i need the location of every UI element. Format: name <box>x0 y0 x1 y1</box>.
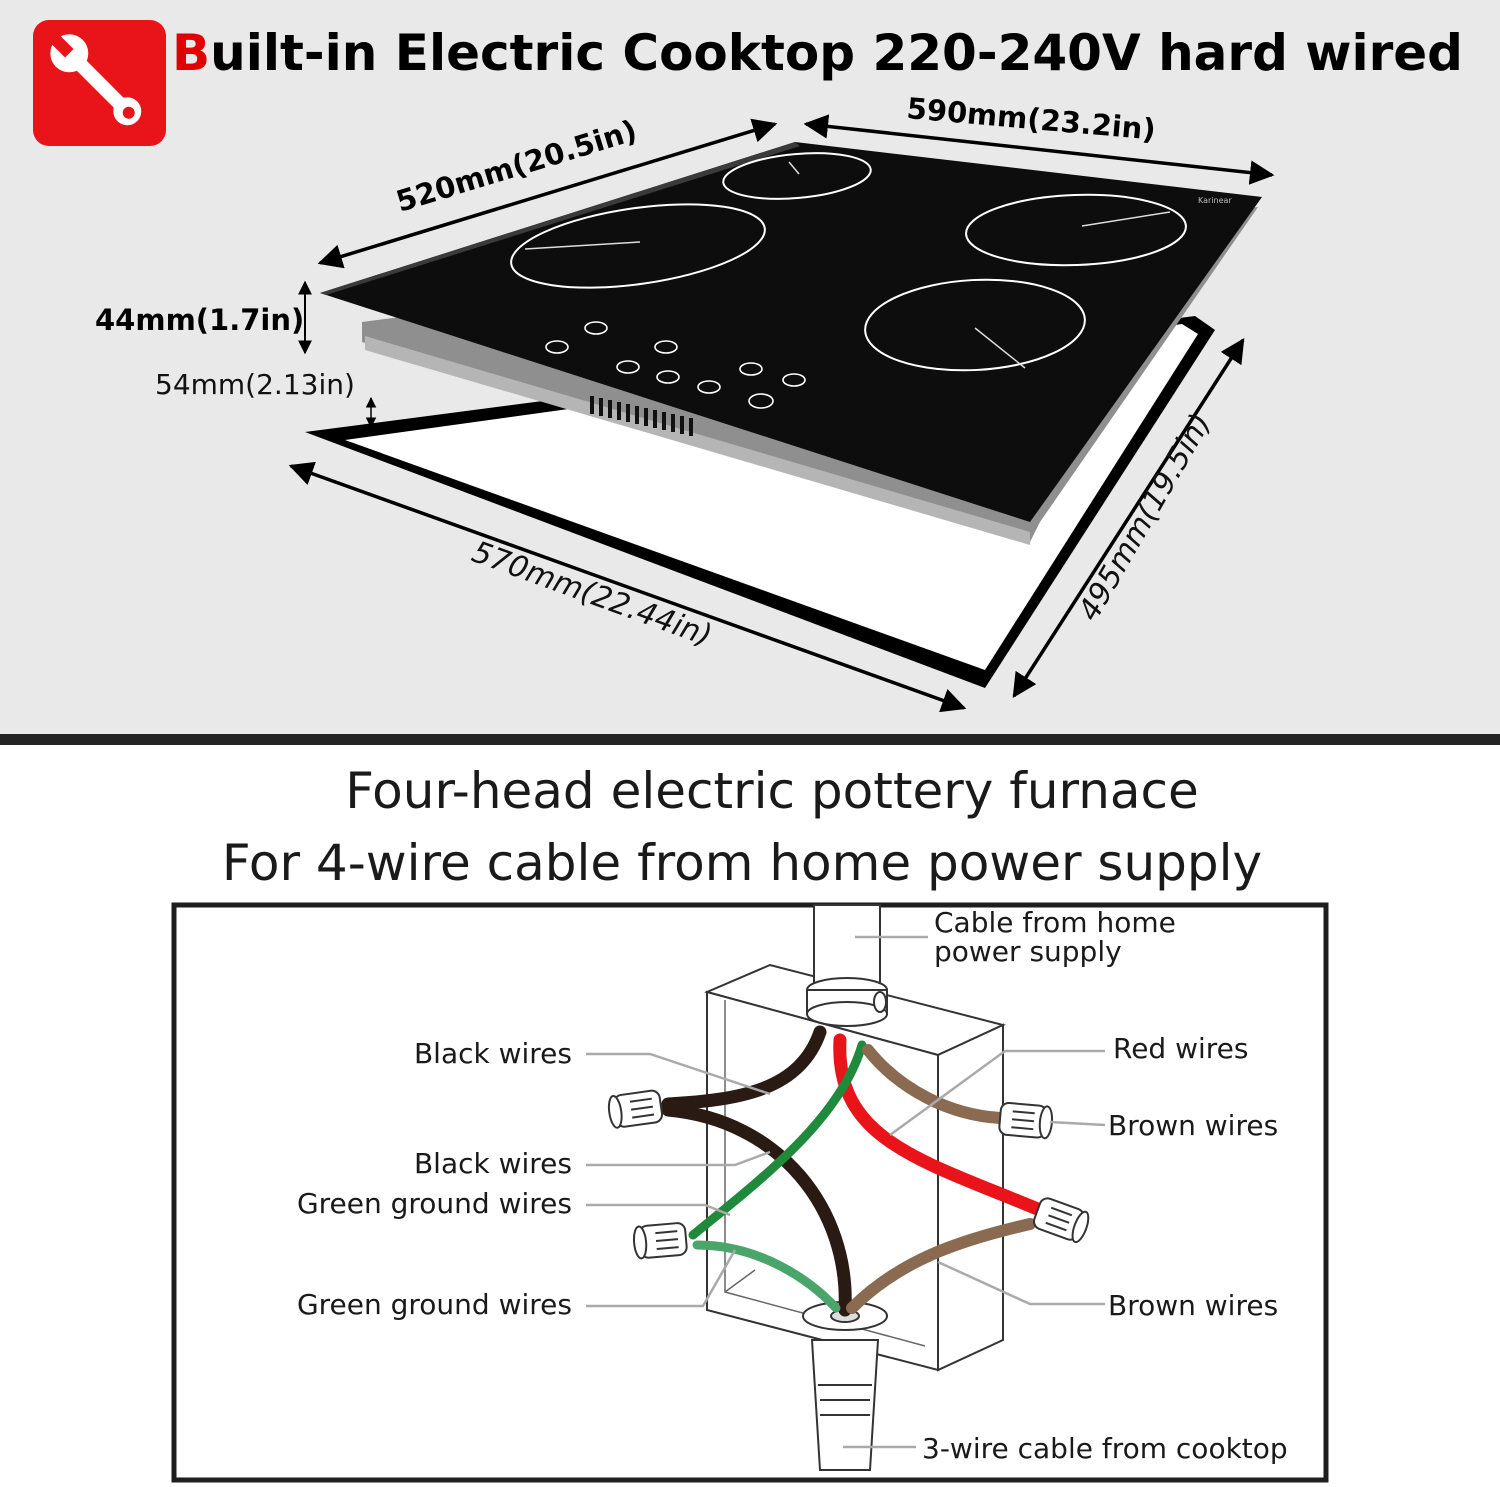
leader-green-1 <box>586 1203 731 1217</box>
vent-slots <box>590 396 693 436</box>
green-wire-bottom <box>692 1240 841 1313</box>
leader-green-2 <box>586 1249 737 1308</box>
touch-controls <box>545 321 806 409</box>
svg-text:Karinear: Karinear <box>1198 196 1232 205</box>
label-cooktop-cable: 3-wire cable from cooktop <box>922 1432 1288 1465</box>
wiring-heading-2: For 4-wire cable from home power supply <box>222 834 1262 892</box>
black-wire-bottom <box>661 1103 852 1317</box>
leader-red <box>889 1049 1105 1137</box>
cutout-length-arrow <box>1012 337 1245 699</box>
green-wire-top <box>688 1040 867 1240</box>
leader-black-1 <box>586 1052 771 1096</box>
label-cable-home-1: Cable from home <box>934 906 1176 939</box>
width-arrow <box>803 114 1275 185</box>
wiring-heading-1: Four-head electric pottery furnace <box>345 762 1199 820</box>
height-label: 44mm(1.7in) <box>95 303 304 337</box>
label-brown-wires-1: Brown wires <box>1108 1109 1278 1142</box>
section-divider <box>0 734 1500 745</box>
cutout-width-arrow <box>288 461 967 713</box>
black-wire-top <box>661 1025 827 1111</box>
cooktop-dimension-diagram: Built-in Electric Cooktop 220-240V hard … <box>33 20 1463 713</box>
home-cable <box>806 904 888 1027</box>
brown-wire-top <box>862 1044 1006 1124</box>
cutout-depth-label: 54mm(2.13in) <box>155 368 355 401</box>
wire-nuts <box>607 1089 1090 1260</box>
label-cable-home-2: power supply <box>934 935 1122 968</box>
wrench-icon <box>33 20 166 146</box>
leader-brown-2 <box>937 1260 1105 1306</box>
label-red-wires: Red wires <box>1113 1032 1249 1065</box>
label-black-wires-1: Black wires <box>414 1037 572 1070</box>
red-wire <box>833 1033 1047 1217</box>
label-green-ground-1: Green ground wires <box>297 1187 572 1220</box>
label-brown-wires-2: Brown wires <box>1108 1289 1278 1322</box>
leader-brown-1 <box>1049 1120 1106 1127</box>
page-title: Built-in Electric Cooktop 220-240V hard … <box>172 24 1463 82</box>
label-black-wires-2: Black wires <box>414 1147 572 1180</box>
leader-black-2 <box>586 1150 771 1167</box>
brown-wire-bottom <box>846 1218 1036 1314</box>
label-green-ground-2: Green ground wires <box>297 1288 572 1321</box>
depth-arrow <box>317 118 778 269</box>
